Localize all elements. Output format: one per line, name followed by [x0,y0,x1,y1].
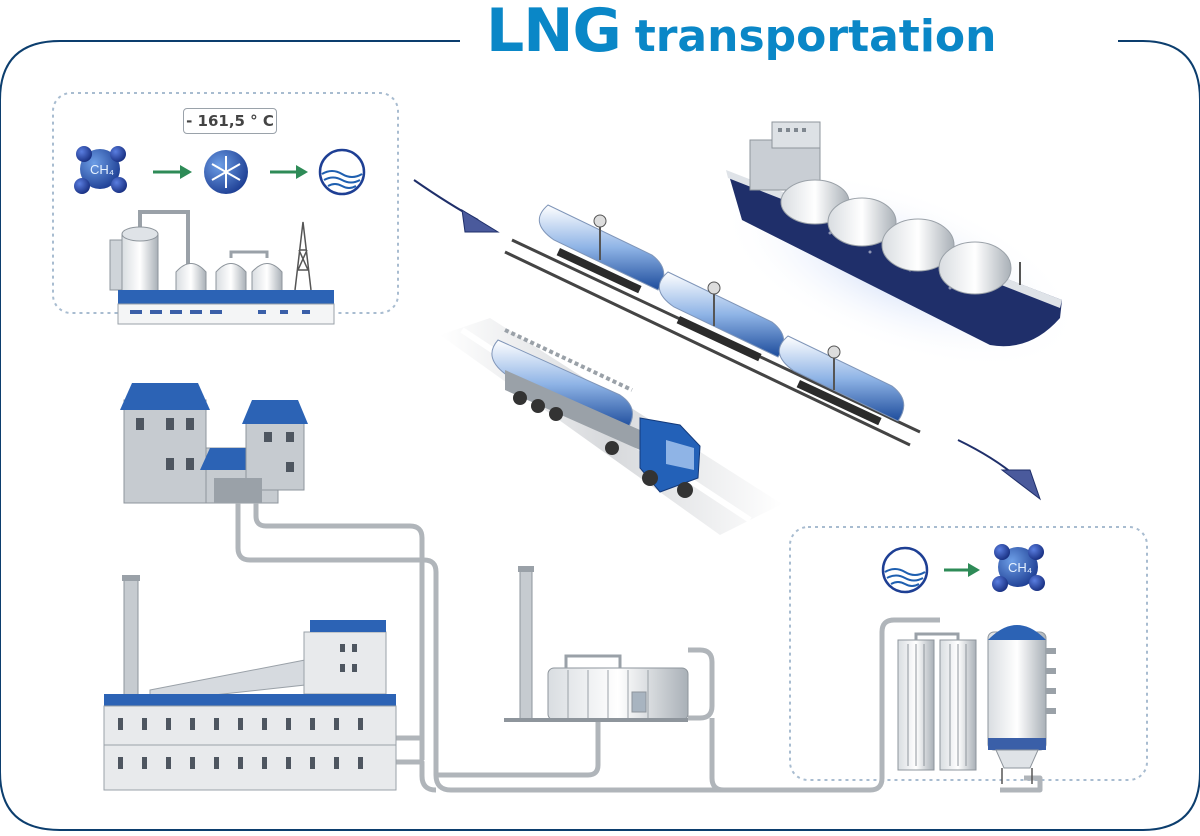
rail-tank-car [658,271,785,362]
methane-molecule-icon: CH₄ [992,544,1045,592]
molecule-label: CH₄ [90,162,114,177]
molecule-label: CH₄ [1008,560,1032,575]
liquid-icon [881,546,929,594]
title-transportation: transportation [634,11,997,62]
flow-arrow-icon [957,439,1042,501]
regasification-box [789,526,1148,781]
liquefaction-plant [109,210,335,325]
flow-arrow-icon [413,179,500,233]
arrow-right-icon [270,165,308,179]
temperature-label: - 161,5 ° C [183,108,277,134]
snowflake-icon [204,150,248,194]
lng-carrier-ship [719,121,1081,370]
power-plant [103,575,397,791]
arrow-right-icon [944,563,980,577]
boiler-facility [504,566,689,722]
vaporizer [897,632,977,771]
rail-tank-car [538,204,665,294]
methane-molecule-icon: CH₄ [74,146,127,194]
rail-tank-car [778,335,905,426]
lng-storage-tank [987,625,1056,784]
residential-houses [120,383,308,504]
arrow-right-icon [153,165,192,179]
outer-frame [0,40,1200,831]
title-lng: LNG [486,0,622,66]
liquid-icon [318,148,366,196]
tanker-truck [491,328,701,498]
liquefaction-box [52,92,399,314]
